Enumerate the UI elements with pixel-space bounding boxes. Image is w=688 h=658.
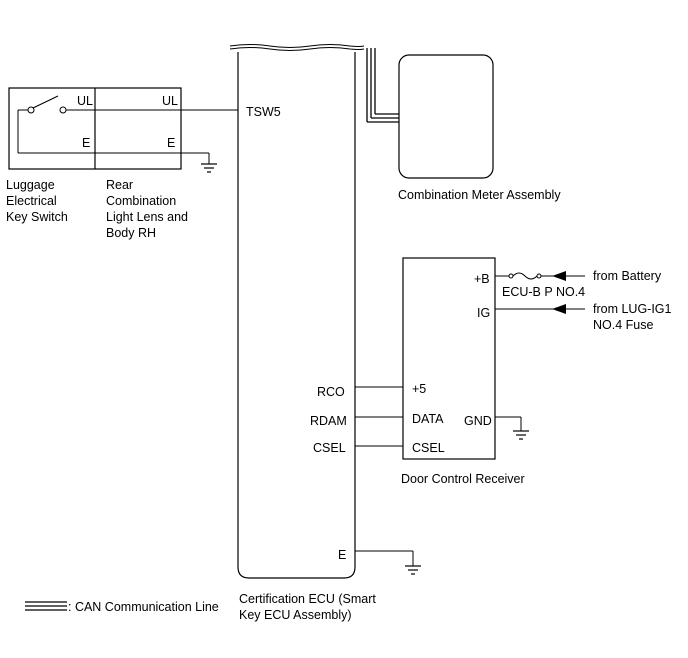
certification-ecu-block: TSW5 RCO RDAM CSEL E <box>229 44 421 579</box>
ecu-outline <box>237 52 356 579</box>
ecu-ground-icon <box>405 565 421 575</box>
ecu-caption-line-2: Key ECU Assembly) <box>239 608 352 622</box>
ig-source-line-2: NO.4 Fuse <box>593 318 653 332</box>
luggage-pin-e: E <box>82 136 90 150</box>
door-control-receiver-block: +B IG +5 DATA CSEL GND <box>402 257 496 460</box>
battery-source-label: from Battery <box>593 269 662 283</box>
combination-meter-caption: Combination Meter Assembly <box>398 188 561 202</box>
ecu-break-line-bottom <box>229 47 365 51</box>
ecu-pin-rco: RCO <box>317 385 345 399</box>
can-legend-label: : CAN Communication Line <box>68 600 219 614</box>
fuse-terminal-left <box>508 273 514 279</box>
receiver-pin-gnd: GND <box>464 414 492 428</box>
receiver-pin-ig: IG <box>477 306 490 320</box>
ecu-break-line-top <box>229 44 365 48</box>
rear-caption-line-2: Combination <box>106 194 176 208</box>
fuse-icon <box>512 272 538 280</box>
receiver-ground-icon <box>513 430 529 440</box>
rear-pin-ul: UL <box>162 94 178 108</box>
receiver-pin-plus5: +5 <box>412 382 426 396</box>
luggage-pin-ul: UL <box>77 94 93 108</box>
rear-caption-line-4: Body RH <box>106 226 156 240</box>
luggage-ground-icon <box>201 163 217 173</box>
receiver-pin-csel: CSEL <box>412 441 445 455</box>
switch-symbol <box>17 95 95 154</box>
ig-arrow-icon <box>552 304 566 314</box>
ecu-pin-rdam: RDAM <box>310 414 347 428</box>
ecu-pin-csel: CSEL <box>313 441 346 455</box>
can-bus-lines <box>366 48 399 123</box>
luggage-switch-caption: Luggage Electrical Key Switch <box>6 178 68 224</box>
ig-source-line-1: from LUG-IG1 <box>593 302 672 316</box>
battery-arrow-icon <box>552 271 566 281</box>
luggage-caption-line-3: Key Switch <box>6 210 68 224</box>
luggage-switch-block: UL E UL E <box>8 87 238 173</box>
ecu-pin-tsw5: TSW5 <box>246 105 281 119</box>
luggage-caption-line-1: Luggage <box>6 178 55 192</box>
battery-feed <box>495 271 585 281</box>
fuse-label: ECU-B P NO.4 <box>502 285 585 299</box>
door-receiver-caption: Door Control Receiver <box>401 472 525 486</box>
rear-combination-caption: Rear Combination Light Lens and Body RH <box>106 178 188 240</box>
rear-caption-line-1: Rear <box>106 178 133 192</box>
certification-ecu-caption: Certification ECU (Smart Key ECU Assembl… <box>239 592 376 622</box>
ecu-pin-e: E <box>338 548 346 562</box>
luggage-caption-line-2: Electrical <box>6 194 57 208</box>
rear-pin-e: E <box>167 136 175 150</box>
ig-feed <box>495 304 585 314</box>
receiver-pin-plus-b: +B <box>474 272 490 286</box>
door-receiver-outline <box>402 257 496 460</box>
can-legend: : CAN Communication Line <box>25 600 219 614</box>
combination-meter-box <box>398 54 494 179</box>
ecu-caption-line-1: Certification ECU (Smart <box>239 592 376 606</box>
receiver-pin-data: DATA <box>412 412 444 426</box>
rear-caption-line-3: Light Lens and <box>106 210 188 224</box>
fuse-terminal-right <box>536 273 542 279</box>
